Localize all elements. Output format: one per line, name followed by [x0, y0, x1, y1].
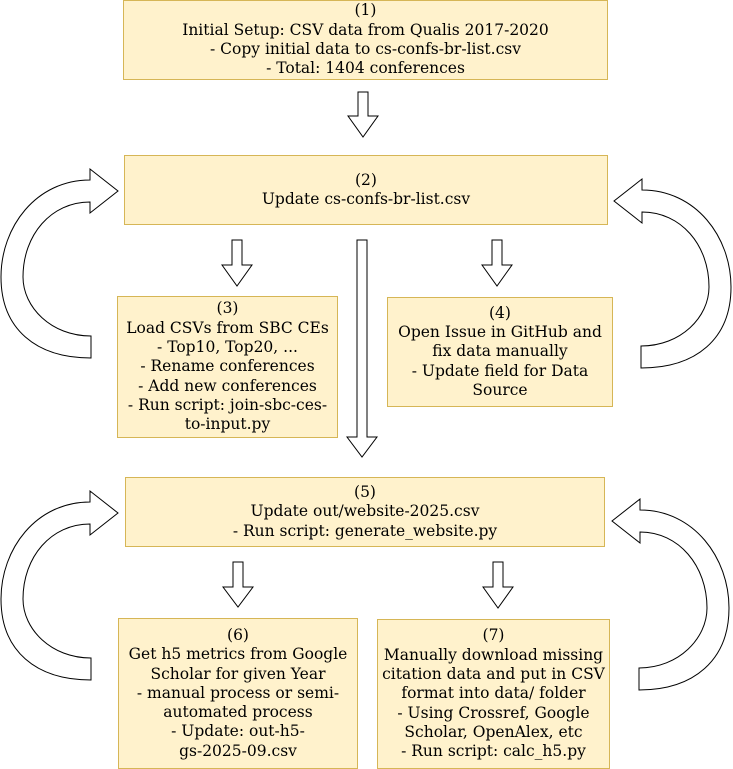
step-5-title: Update out/website-2025.csv — [250, 502, 480, 521]
down-arrow-icon — [346, 239, 378, 458]
step-3-detail: - Add new conferences — [138, 376, 317, 395]
loop-arrow-icon — [0, 489, 119, 681]
step-1-detail: - Total: 1404 conferences — [266, 59, 465, 78]
step-3-box: (3) Load CSVs from SBC CEs - Top10, Top2… — [117, 296, 338, 438]
step-1-number: (1) — [354, 1, 377, 20]
step-6-detail: - Update: out-h5- — [171, 722, 305, 741]
down-arrow-icon — [222, 561, 254, 608]
step-3-detail: - Run script: join-sbc-ces- — [127, 395, 328, 414]
step-7-box: (7) Manually download missing citation d… — [377, 619, 610, 769]
step-4-title: fix data manually — [432, 342, 568, 361]
step-2-number: (2) — [355, 170, 377, 189]
step-6-detail: automated process — [163, 703, 313, 722]
down-arrow-icon — [347, 91, 379, 138]
step-6-detail: gs-2025-09.csv — [179, 741, 297, 760]
step-6-number: (6) — [227, 625, 249, 644]
step-3-detail: - Top10, Top20, ... — [157, 338, 298, 357]
step-6-detail: - manual process or semi- — [136, 683, 340, 702]
step-4-box: (4) Open Issue in GitHub and fix data ma… — [387, 297, 613, 407]
step-3-detail: to-input.py — [184, 415, 271, 434]
step-2-title: Update cs-confs-br-list.csv — [261, 190, 471, 208]
step-7-title: format into data/ folder — [401, 684, 586, 703]
step-3-detail: - Rename conferences — [140, 357, 315, 376]
step-1-detail: - Copy initial data to cs-confs-br-list.… — [209, 40, 521, 58]
loop-arrow-icon — [0, 167, 119, 359]
step-1-title: Initial Setup: CSV data from Qualis 2017… — [182, 20, 549, 39]
step-7-detail: - Using Crossref, Google — [397, 703, 590, 722]
step-7-number: (7) — [482, 626, 505, 645]
step-4-number: (4) — [489, 303, 511, 322]
step-7-detail: Scholar, OpenAlex, etc — [404, 722, 583, 741]
step-5-detail: - Run script: generate_website.py — [232, 521, 498, 540]
step-7-detail: - Run script: calc_h5.py — [401, 742, 586, 761]
down-arrow-icon — [482, 561, 514, 609]
down-arrow-icon — [221, 239, 253, 287]
step-2-box: (2) Update cs-confs-br-list.csv — [124, 155, 608, 225]
step-6-title: Scholar for given Year — [150, 664, 326, 683]
step-4-detail: Source — [472, 380, 528, 399]
step-7-title: citation data and put in CSV — [382, 665, 605, 684]
step-6-title: Get h5 metrics from Google — [128, 645, 348, 664]
step-6-box: (6) Get h5 metrics from Google Scholar f… — [118, 618, 358, 769]
step-5-number: (5) — [354, 483, 376, 502]
step-3-number: (3) — [216, 299, 239, 318]
loop-arrow-icon — [611, 497, 730, 691]
step-4-title: Open Issue in GitHub and — [398, 323, 602, 342]
loop-arrow-icon — [613, 177, 732, 369]
step-5-box: (5) Update out/website-2025.csv - Run sc… — [125, 477, 605, 547]
connector-arrows — [0, 91, 732, 691]
step-3-title: Load CSVs from SBC CEs — [126, 318, 329, 337]
step-7-title: Manually download missing — [383, 645, 604, 664]
down-arrow-icon — [481, 239, 513, 287]
step-4-detail: - Update field for Data — [411, 361, 589, 380]
step-1-box: (1) Initial Setup: CSV data from Qualis … — [123, 0, 608, 80]
